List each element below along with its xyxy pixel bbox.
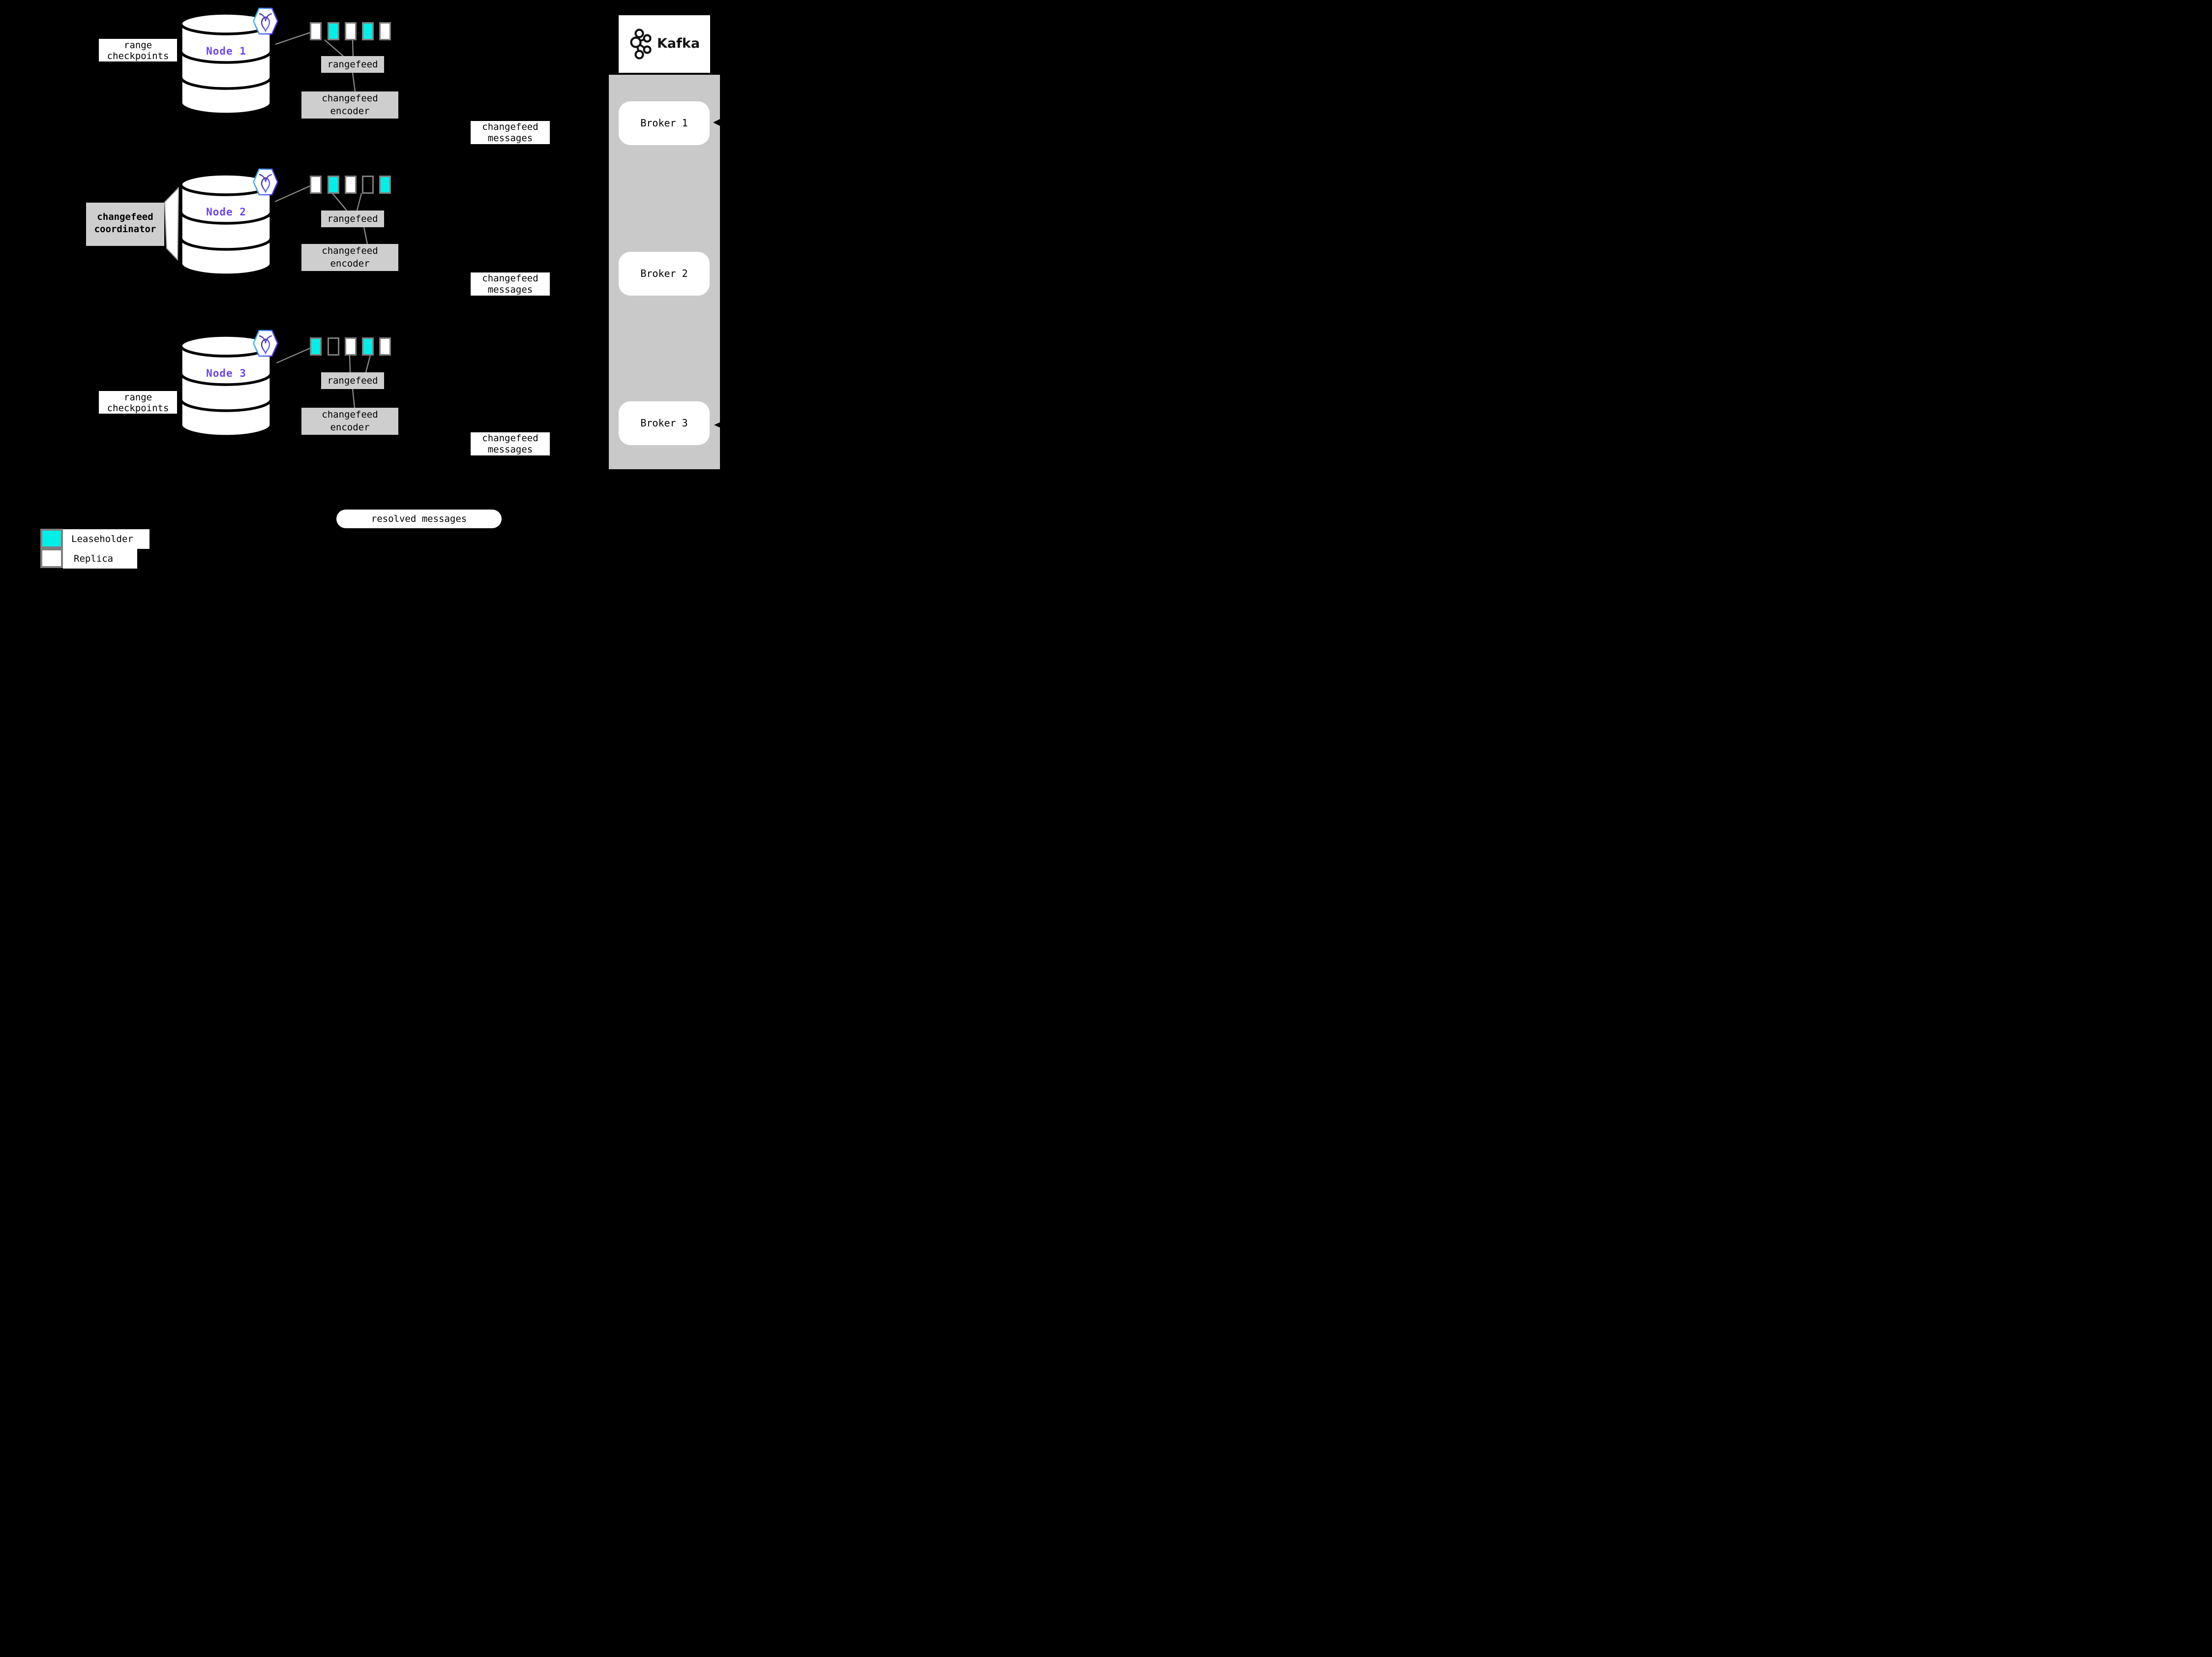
legend-replica-swatch: [40, 548, 63, 568]
node2-range-square-3: [345, 176, 357, 194]
node3-changefeed-encoder-box: changefeed encoder: [301, 408, 398, 435]
node2-cylinder: [179, 173, 272, 276]
node1-rangefeed-box: rangefeed: [321, 56, 384, 73]
cockroachdb-logo-icon: [253, 7, 278, 35]
connector-node2-range-to-rangefeed-right: [356, 193, 362, 211]
node1-changefeed-encoder-box: changefeed encoder: [301, 91, 398, 119]
kafka-wordmark: Kafka: [657, 36, 700, 51]
node1-range-square-3: [345, 22, 357, 40]
changefeed-messages-label-1: changefeed messages: [471, 121, 550, 144]
connector-node2-rangefeed-to-encoder: [363, 227, 368, 244]
connector-node3-range-to-rangefeed-right: [365, 355, 371, 373]
node2-rangefeed-box: rangefeed: [321, 211, 384, 227]
coordinator-flap-shape: [164, 186, 179, 261]
connector-node1-rangefeed-to-encoder: [352, 72, 356, 92]
changefeed-messages-label-2: changefeed messages: [471, 272, 550, 296]
node3-rangefeed-box: rangefeed: [321, 372, 384, 389]
kafka-logo-icon: [630, 29, 652, 60]
node3-range-square-5: [379, 337, 391, 356]
connector-node2-cylinder-to-ranges: [274, 184, 312, 203]
legend-leaseholder-label: Leaseholder: [63, 529, 149, 549]
kafka-logo-box: Kafka: [619, 15, 710, 73]
node1-range-square-4: [362, 22, 374, 40]
node3-name: Node 3: [206, 367, 246, 379]
connector-node3-cylinder-to-ranges: [276, 346, 313, 364]
node2-range-square-5: [379, 176, 391, 194]
connector-lines-layer: [164, 31, 371, 408]
connector-node1-range-to-rangefeed-left: [324, 39, 344, 57]
node3-range-square-1: [310, 337, 322, 356]
node1-cylinder: [179, 12, 272, 116]
legend-leaseholder-swatch: [40, 529, 63, 548]
node3-range-square-3: [345, 337, 357, 356]
resolved-messages-pill: resolved messages: [336, 510, 502, 528]
node3-range-checkpoints-label: range checkpoints: [99, 391, 177, 414]
connector-node1-cylinder-to-ranges: [275, 31, 311, 45]
connector-node3-rangefeed-to-encoder: [352, 389, 356, 408]
node2-changefeed-encoder-box: changefeed encoder: [301, 244, 398, 271]
node1-range-square-5: [379, 22, 391, 40]
broker-3: Broker 3: [619, 401, 710, 445]
node2-name: Node 2: [206, 206, 246, 218]
broker-2: Broker 2: [619, 252, 710, 296]
legend-replica-label: Replica: [63, 549, 137, 569]
node1-range-square-2: [328, 22, 339, 40]
node3-range-square-4: [362, 337, 374, 356]
broker-1: Broker 1: [619, 101, 710, 145]
connector-node2-range-to-rangefeed-left: [332, 193, 347, 211]
cockroachdb-logo-icon: [253, 330, 278, 357]
cockroachdb-logo-icon: [253, 168, 278, 196]
node1-name: Node 1: [206, 45, 246, 57]
node1-range-square-1: [310, 22, 322, 40]
changefeed-messages-label-3: changefeed messages: [471, 432, 550, 455]
changefeed-architecture-diagram: Node 1 range checkpoints rangefeed chang…: [0, 0, 771, 577]
changefeed-coordinator-box: changefeed coordinator: [86, 203, 164, 246]
node2-range-square-4: [362, 176, 374, 194]
node2-range-square-2: [328, 176, 339, 194]
node3-cylinder: [179, 334, 272, 438]
kafka-broker-container: Broker 1 Broker 2 Broker 3: [609, 75, 720, 469]
node1-range-checkpoints-label: range checkpoints: [99, 39, 177, 61]
node3-range-square-2: [328, 337, 339, 356]
node2-range-square-1: [310, 176, 322, 194]
